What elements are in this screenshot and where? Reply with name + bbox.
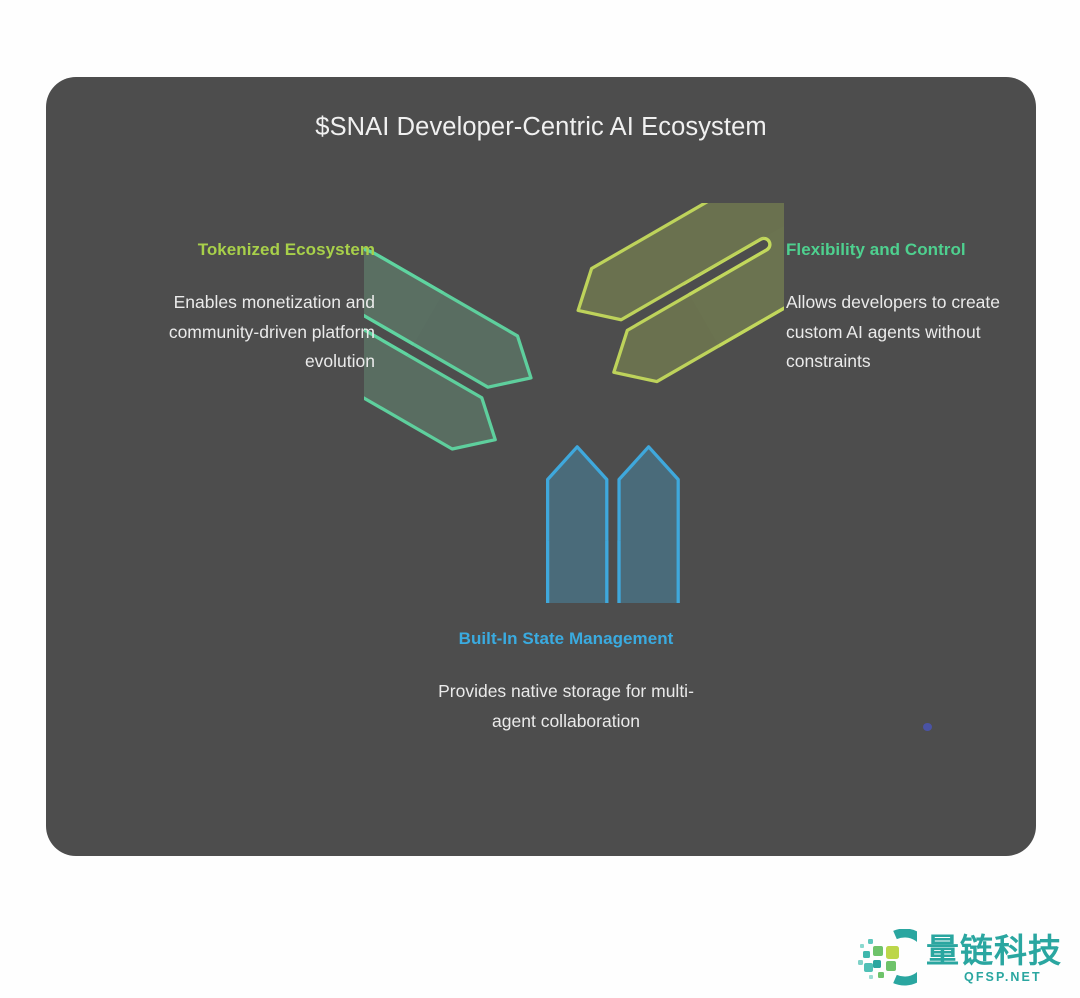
feature-body-flexibility: Allows developers to create custom AI ag… [786,292,1000,371]
watermark-text: 量链科技 QFSP.NET [926,932,1062,985]
feature-body-tokenized: Enables monetization and community-drive… [168,292,375,371]
feature-body-state: Provides native storage for multi-agent … [438,681,694,731]
diagram-card: $SNAI Developer-Centric AI Ecosystem [46,77,1036,856]
feature-block-tokenized: Tokenized Ecosystem Enables monetization… [98,235,375,377]
qfsp-logo-icon [855,929,917,987]
blue-dot-artifact [923,723,932,731]
watermark-brand-cn: 量链科技 [926,930,1062,970]
feature-heading-flexibility: Flexibility and Control [786,240,966,259]
page-title: $SNAI Developer-Centric AI Ecosystem [315,113,767,141]
feature-block-state: Built-In State Management Provides nativ… [431,624,701,736]
watermark-brand-en: QFSP.NET [964,969,1042,984]
watermark: 量链科技 QFSP.NET [855,926,1070,990]
interlocking-trefoil-knot-graphic [364,203,784,603]
feature-heading-state: Built-In State Management [458,629,674,648]
feature-heading-tokenized: Tokenized Ecosystem [197,240,375,259]
feature-block-flexibility: Flexibility and Control Allows developer… [786,235,1036,377]
